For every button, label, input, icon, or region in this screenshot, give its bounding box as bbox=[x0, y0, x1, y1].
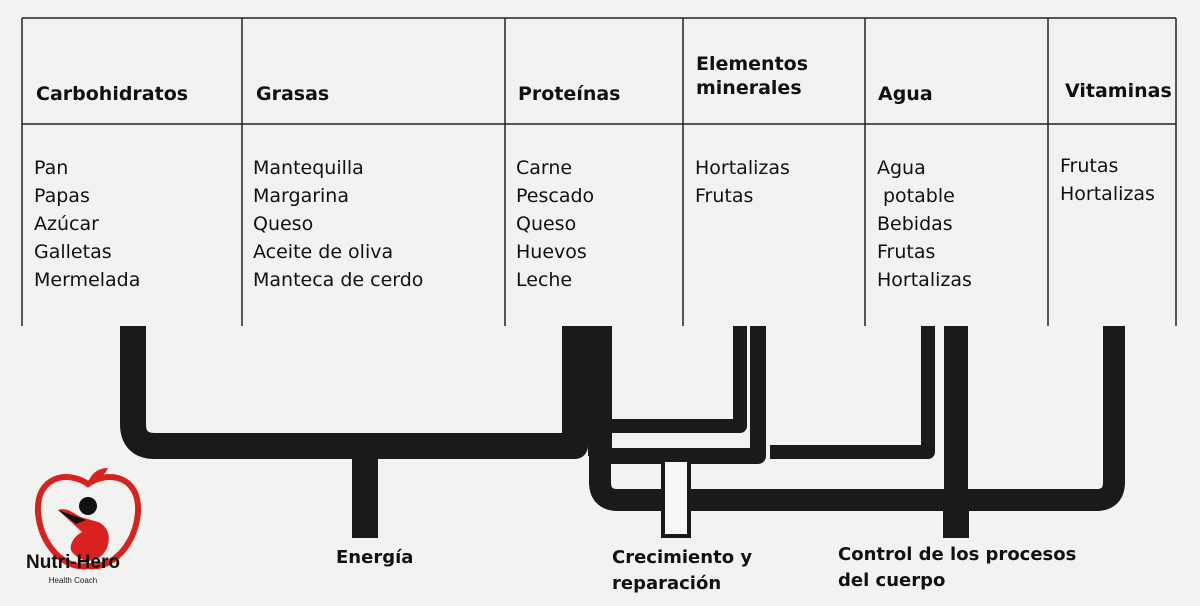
pipe-growth-end bbox=[661, 458, 691, 538]
header-agua: Agua bbox=[878, 83, 933, 105]
list-elementos-minerales: Hortalizas Frutas bbox=[695, 154, 790, 210]
list-item: Mermelada bbox=[34, 269, 141, 291]
header-grasas: Grasas bbox=[256, 83, 330, 105]
list-item: Hortalizas bbox=[1060, 183, 1155, 205]
pipe-energy bbox=[120, 326, 588, 459]
list-item: Pescado bbox=[516, 185, 595, 207]
logo-tagline: Health Coach bbox=[48, 576, 98, 585]
list-item: Margarina bbox=[253, 185, 349, 207]
header-vitaminas: Vitaminas bbox=[1065, 80, 1172, 102]
label-crecimiento: Crecimiento y reparación bbox=[612, 547, 753, 594]
pipe-control bbox=[589, 326, 1125, 511]
list-vitaminas: Frutas Hortalizas bbox=[1060, 152, 1155, 208]
list-item: Bebidas bbox=[877, 213, 953, 235]
list-item: Manteca de cerdo bbox=[253, 269, 424, 291]
list-item: potable bbox=[883, 185, 955, 207]
list-item: Frutas bbox=[695, 185, 754, 207]
pipe-water bbox=[770, 326, 935, 459]
nutri-hero-apple-icon bbox=[34, 468, 142, 570]
list-item: Papas bbox=[34, 185, 90, 207]
list-item: Pan bbox=[34, 157, 69, 179]
list-carbohidratos: Pan Papas Azúcar Galletas Mermelada bbox=[34, 154, 140, 294]
list-agua: Agua potable Bebidas Frutas Hortalizas bbox=[877, 154, 972, 294]
list-item: Galletas bbox=[34, 241, 112, 263]
header-carbohidratos: Carbohidratos bbox=[36, 83, 189, 105]
label-energia: Energía bbox=[336, 547, 414, 568]
list-item: Azúcar bbox=[34, 213, 99, 235]
list-item: Huevos bbox=[516, 241, 587, 263]
list-item: Leche bbox=[516, 269, 573, 291]
list-item: Frutas bbox=[1060, 155, 1119, 177]
list-grasas: Mantequilla Margarina Queso Aceite de ol… bbox=[253, 154, 423, 294]
list-proteinas: Carne Pescado Queso Huevos Leche bbox=[516, 154, 594, 294]
header-proteinas: Proteínas bbox=[518, 83, 621, 105]
list-item: Agua bbox=[877, 157, 926, 179]
list-item: Aceite de oliva bbox=[253, 241, 394, 263]
list-item: Mantequilla bbox=[253, 157, 364, 179]
list-item: Carne bbox=[516, 157, 573, 179]
pipe-connector bbox=[600, 326, 747, 433]
list-item: Frutas bbox=[877, 241, 936, 263]
logo-name: Nutri-Hero bbox=[26, 552, 120, 573]
list-item: Queso bbox=[253, 213, 314, 235]
list-item: Hortalizas bbox=[695, 157, 790, 179]
pipe-growth-link bbox=[600, 326, 766, 464]
label-control: Control de los procesos del cuerpo bbox=[838, 544, 1077, 591]
list-item: Hortalizas bbox=[877, 269, 972, 291]
header-elementos-minerales: Elementos minerales bbox=[696, 53, 809, 99]
list-item: Queso bbox=[516, 213, 577, 235]
